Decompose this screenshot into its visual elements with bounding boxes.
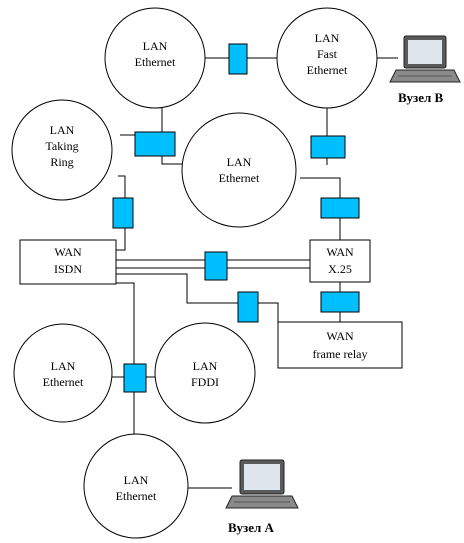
lan-token-ring-line3: Ring (50, 155, 73, 169)
lan-fast-ethernet: LAN Fast Ethernet (276, 7, 378, 109)
router-mid-x25 (320, 197, 360, 219)
wan-isdn-label-line2: ISDN (54, 262, 82, 276)
router-isdn-frame-relay (237, 291, 259, 323)
lan-ethernet-top-line2: Ethernet (135, 55, 176, 69)
lan-ethernet-bottom-line1: LAN (124, 473, 149, 487)
wan-isdn (19, 239, 117, 285)
lan-fddi: LAN FDDI (154, 322, 256, 424)
lan-fddi-line2: FDDI (191, 375, 219, 389)
lan-ethernet-left: LAN Ethernet (13, 323, 113, 423)
wan-frame-relay-label-line1: WAN (326, 329, 354, 343)
laptop-node-b (389, 35, 461, 83)
router-isdn-x25 (204, 251, 228, 281)
node-b-label: Вузел В (398, 90, 444, 105)
lan-ethernet-top: LAN Ethernet (104, 7, 206, 109)
wan-x25 (309, 239, 371, 283)
wan-isdn-label-line1: WAN (54, 245, 82, 259)
lan-ethernet-mid: LAN Ethernet (181, 112, 297, 228)
node-a-label: Вузел А (228, 520, 275, 535)
lan-ethernet-left-line1: LAN (51, 359, 76, 373)
lan-ethernet-mid-line1: LAN (227, 155, 252, 169)
lan-fast-ethernet-line2: Fast (317, 47, 338, 61)
router-x25-frame-relay (320, 291, 360, 313)
router-fast-eth-mid (310, 135, 346, 159)
lan-ethernet-bottom-line2: Ethernet (116, 489, 157, 503)
lan-token-ring: LAN Taking Ring (11, 99, 113, 201)
routers (112, 43, 360, 393)
router-top (228, 43, 248, 75)
wan-x25-label-line1: WAN (326, 245, 354, 259)
router-token-ring-isdn (112, 197, 134, 229)
lan-fddi-line1: LAN (193, 359, 218, 373)
laptop-node-a (225, 459, 299, 509)
wan-x25-label-line2: X.25 (328, 262, 352, 276)
lan-token-ring-line1: LAN (50, 123, 75, 137)
lan-fast-ethernet-line3: Ethernet (307, 63, 348, 77)
lan-ethernet-bottom: LAN Ethernet (83, 433, 189, 539)
router-token-ring-mid (134, 131, 176, 157)
lan-ethernet-left-line2: Ethernet (43, 375, 84, 389)
router-bottom (123, 363, 147, 393)
wan-frame-relay-label-line2: frame relay (313, 347, 368, 361)
lan-fast-ethernet-line1: LAN (315, 31, 340, 45)
lan-ethernet-top-line1: LAN (143, 39, 168, 53)
lan-token-ring-line2: Taking (45, 139, 78, 153)
wan-frame-relay (277, 321, 403, 369)
lan-ethernet-mid-line2: Ethernet (219, 171, 260, 185)
